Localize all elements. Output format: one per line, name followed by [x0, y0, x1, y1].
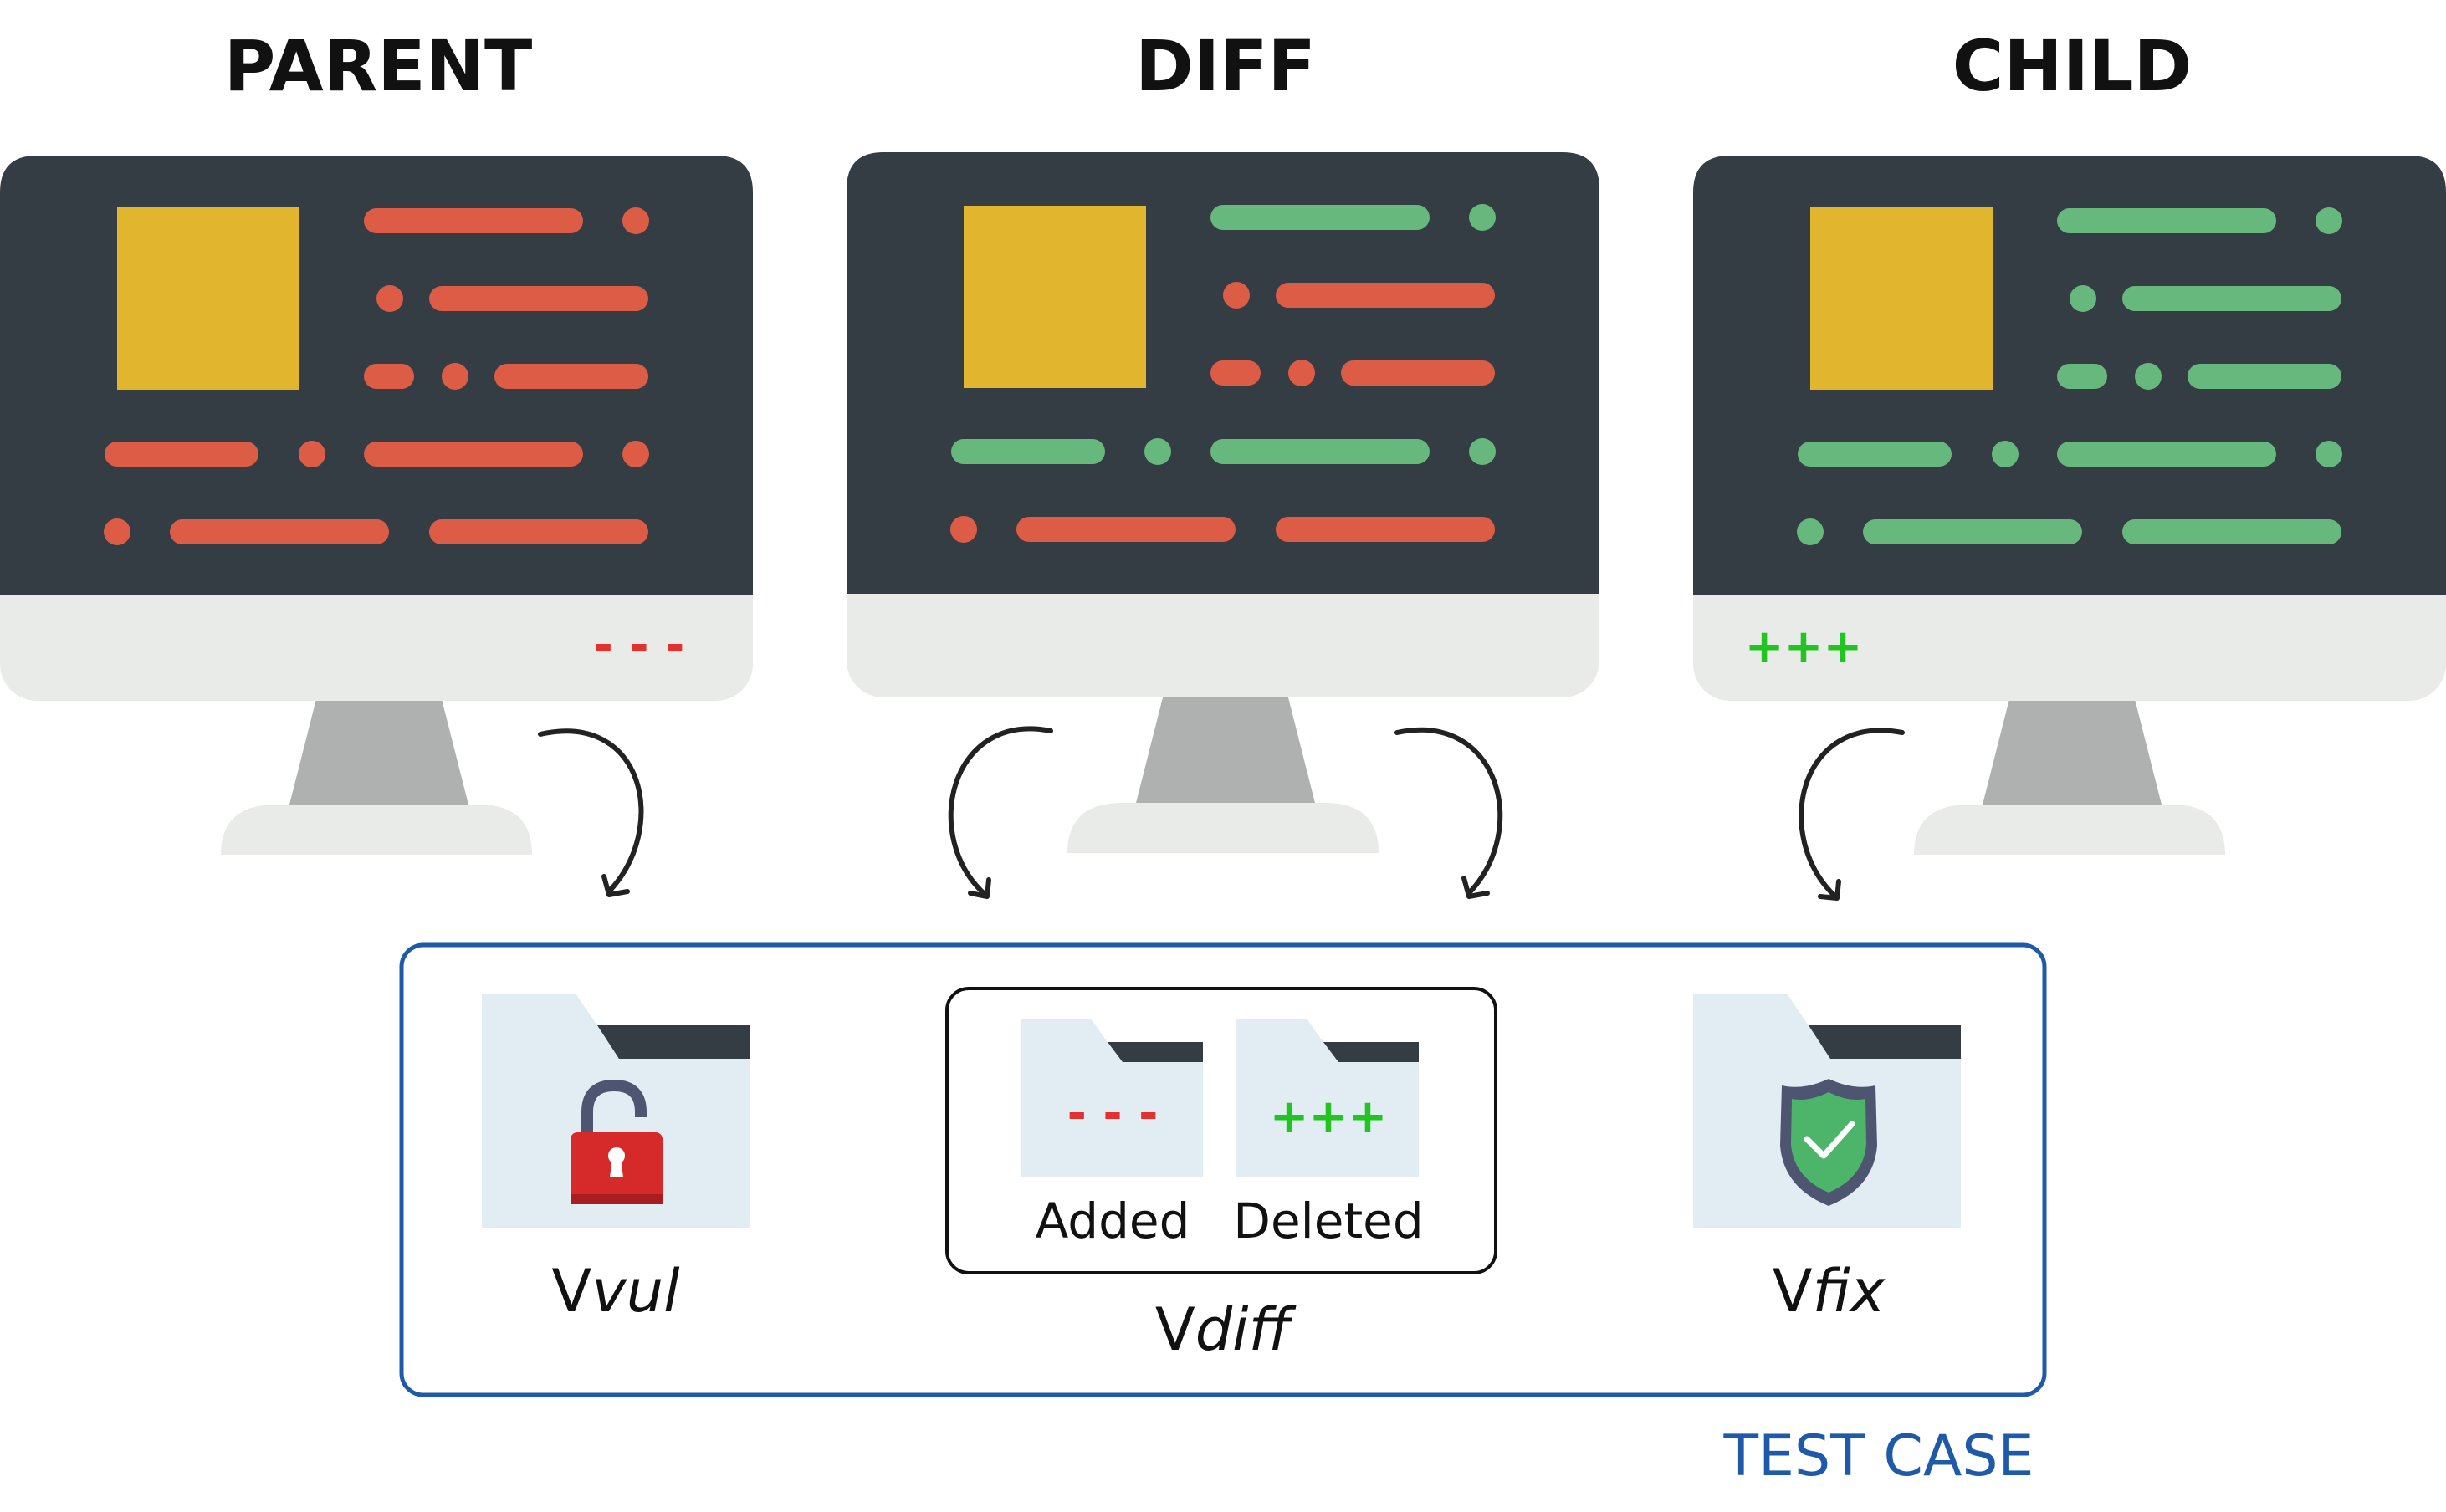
test-case-label: TEST CASE — [1723, 1423, 2034, 1489]
monitor-stand-neck — [1983, 699, 2162, 805]
test-case-box — [399, 942, 2047, 1397]
parent-header: PARENT — [224, 25, 533, 107]
curved-arrow-icon — [1394, 727, 1503, 899]
version-fix-label: Vfix — [1773, 1257, 1886, 1326]
diff-folders-box — [945, 987, 1497, 1274]
monitor-stand-neck — [1136, 697, 1315, 803]
folder-icon — [482, 994, 750, 1228]
code-dots-green — [1144, 204, 1496, 465]
code-lines-green — [951, 205, 1430, 464]
monitor-stand-base — [1914, 805, 2225, 855]
child-added-mark: +++ — [1745, 620, 1863, 674]
version-diff-label: Vdiff — [1155, 1295, 1297, 1364]
monitor-stand-neck — [289, 699, 468, 805]
folder-tab — [1323, 1042, 1419, 1062]
deleted-folder-label: Deleted — [1233, 1193, 1423, 1249]
version-suffix: diff — [1195, 1295, 1297, 1364]
folder-tab — [1108, 1042, 1203, 1062]
diff-monitor-icon — [847, 152, 1599, 853]
code-dots — [104, 207, 649, 545]
added-folder-mark: - - - — [1067, 1086, 1159, 1141]
curved-arrow-icon — [948, 726, 1053, 899]
version-vul-label: Vvul — [551, 1257, 680, 1326]
version-prefix: V — [1773, 1257, 1813, 1326]
monitor-stand-base — [1067, 803, 1379, 853]
folder-tab — [1809, 1025, 1961, 1059]
curved-arrow-icon — [538, 728, 644, 897]
diff-header: DIFF — [1135, 25, 1316, 107]
code-lines — [1798, 208, 2341, 544]
shield-check-icon — [1780, 1079, 1877, 1206]
parent-removed-mark: - - - — [594, 618, 685, 672]
image-block — [1810, 207, 1993, 390]
code-lines — [105, 208, 648, 544]
child-monitor-icon: +++ — [1693, 156, 2446, 855]
child-header: CHILD — [1952, 25, 2192, 107]
folder-tab — [597, 1025, 750, 1059]
unlocked-padlock-icon — [571, 1079, 663, 1204]
parent-monitor-icon: - - - — [0, 156, 753, 855]
version-prefix: V — [1155, 1295, 1195, 1364]
code-dots — [1797, 207, 2342, 545]
curved-arrow-icon — [1799, 728, 1905, 901]
folder-icon — [1236, 1019, 1419, 1177]
version-prefix: V — [551, 1257, 591, 1326]
deleted-folder-mark: +++ — [1270, 1090, 1388, 1144]
monitor-stand-base — [221, 805, 532, 855]
code-dots-red — [950, 282, 1315, 543]
code-lines-red — [1016, 283, 1495, 542]
image-block — [964, 206, 1146, 388]
added-folder-label: Added — [1036, 1193, 1190, 1249]
folder-icon — [1021, 1019, 1203, 1177]
version-suffix: vul — [591, 1257, 680, 1326]
image-block — [117, 207, 299, 390]
version-suffix: fix — [1813, 1257, 1886, 1326]
